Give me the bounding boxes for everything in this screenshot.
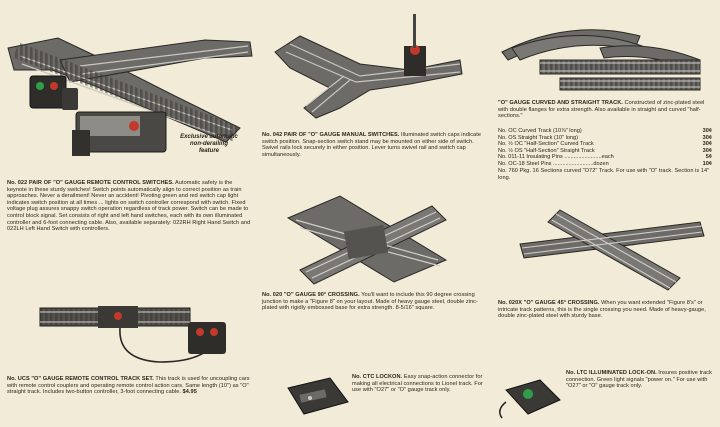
switch-022-body: Automatic safety is the keynote in these… [7, 180, 249, 226]
ltc-description: No. LTC ILLUMINATED LOCK-ON. Insures pos… [566, 370, 712, 390]
crossing-020x-heading: No. 020X "O" GAUGE 45° CROSSING. [498, 300, 600, 306]
switch-042-heading: No. 042 PAIR OF "O" GAUGE MANUAL SWITCHE… [262, 132, 400, 138]
track-760-package: No. 760 Pkg. 16 Sections curved "O72" Tr… [498, 168, 710, 181]
ucs-heading: No. UCS "O" GAUGE REMOTE CONTROL TRACK S… [7, 376, 154, 382]
switch-022-also: Also, available separately: 022RH Right … [7, 219, 251, 233]
curved-straight-track-image [501, 29, 701, 91]
crossing-020x-image [519, 209, 705, 291]
price-row: No. OC Curved Track (10⅞" long)30¢ [498, 128, 712, 134]
curved-track-body: Constructed of zinc-plated steel with do… [498, 100, 705, 120]
crossing-020-heading: No. 020 "O" GAUGE 90° CROSSING. [262, 292, 360, 298]
price-row: No. 011-11 Insulating Pins .............… [498, 154, 712, 161]
ltc-lockon-image [499, 379, 561, 419]
crossing-020-image [286, 195, 448, 285]
switch-022-image [7, 37, 253, 156]
crossing-020x-body: When you want extended "Figure 8's" or i… [498, 300, 706, 320]
switch-042-image [274, 14, 463, 119]
ucs-price: $4.95 [182, 389, 197, 396]
crossing-020-description: No. 020 "O" GAUGE 90° CROSSING. You'll w… [262, 292, 484, 312]
curved-track-heading: "O" GAUGE CURVED AND STRAIGHT TRACK. [498, 100, 623, 106]
price-row: No. OS Straight Track (10" long)30¢ [498, 134, 712, 141]
switch-022-caption: Exclusive automatic non-derailing featur… [180, 134, 238, 154]
ltc-body: Insures positive track connection. Green… [566, 370, 712, 390]
crossing-020-body: You'll want to include this 90 degree cr… [262, 292, 478, 312]
crossing-020x-description: No. 020X "O" GAUGE 45° CROSSING. When yo… [498, 300, 712, 320]
ctc-description: No. CTC LOCKON. Easy snap-action connect… [352, 374, 486, 394]
ucs-description: No. UCS "O" GAUGE REMOTE CONTROL TRACK S… [7, 376, 251, 396]
ctc-body: Easy snap-action connector for making al… [352, 374, 483, 394]
switch-042-body: Illuminated switch caps indicate switch … [262, 132, 481, 158]
switch-042-description: No. 042 PAIR OF "O" GAUGE MANUAL SWITCHE… [262, 132, 484, 158]
ucs-body: This track is used for uncoupling cars w… [7, 376, 250, 396]
track-price-list: No. OC Curved Track (10⅞" long)30¢ No. O… [498, 128, 712, 168]
curved-track-description: "O" GAUGE CURVED AND STRAIGHT TRACK. Con… [498, 100, 712, 120]
ctc-heading: No. CTC LOCKON. [352, 374, 403, 380]
price-row: No. OC-18 Steel Pins ...................… [498, 160, 712, 167]
ltc-heading: No. LTC ILLUMINATED LOCK-ON. [566, 370, 657, 376]
switch-022-heading: No. 022 PAIR OF "O" GAUGE REMOTE CONTROL… [7, 180, 174, 186]
ctc-lockon-image [287, 377, 349, 415]
switch-022-description: No. 022 PAIR OF "O" GAUGE REMOTE CONTROL… [7, 180, 251, 233]
ucs-track-image [39, 306, 226, 363]
